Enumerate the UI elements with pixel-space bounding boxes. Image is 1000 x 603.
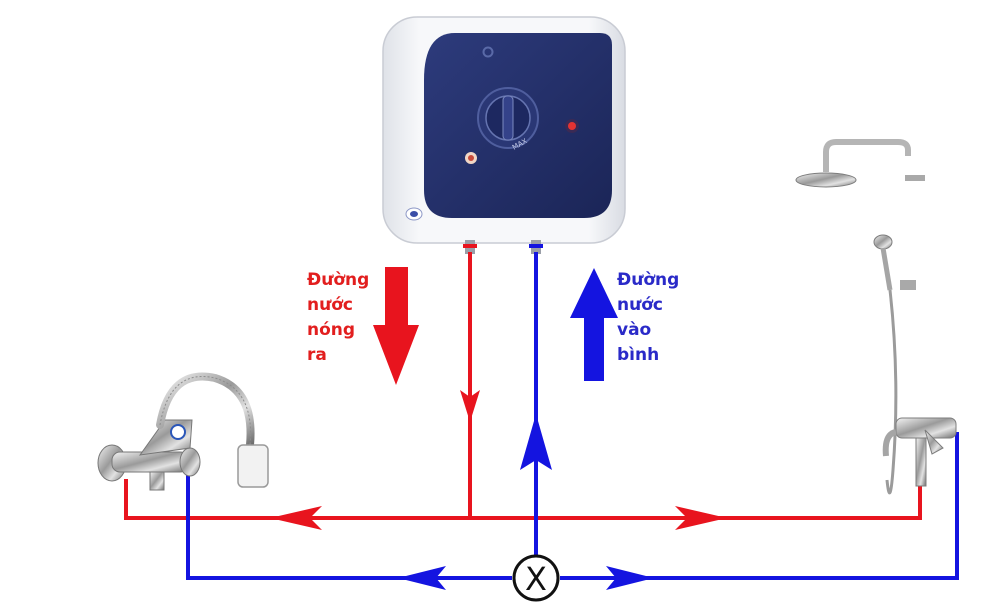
cold-flow-arrows [398,414,654,590]
hot-water-pipes [124,252,922,520]
temperature-knob-icon [477,87,539,149]
cold-water-in-label: Đường nước vào bình [617,268,679,368]
hot-flow-arrows [270,390,727,530]
cold-label-line-1: Đường [617,270,680,290]
cold-label-line-3: vào [617,320,652,340]
sink-faucet-icon [97,372,269,491]
cold-label-line-4: bình [617,345,660,365]
valve-icon: X [512,554,560,602]
hot-label-line-1: Đường [307,270,370,290]
hot-water-out-label: Đường nước nóng ra [307,268,369,368]
hot-label-line-4: ra [307,345,327,365]
valve-symbol: X [525,560,547,598]
hot-label-line-2: nước [307,295,353,315]
water-heater-icon: MAX [382,16,626,254]
cold-in-arrow [570,268,618,381]
cold-water-pipes [186,252,959,580]
cold-label-line-2: nước [617,295,663,315]
shower-set-icon [795,139,957,495]
hot-label-line-3: nóng [307,320,356,340]
hot-out-arrow [373,267,419,385]
